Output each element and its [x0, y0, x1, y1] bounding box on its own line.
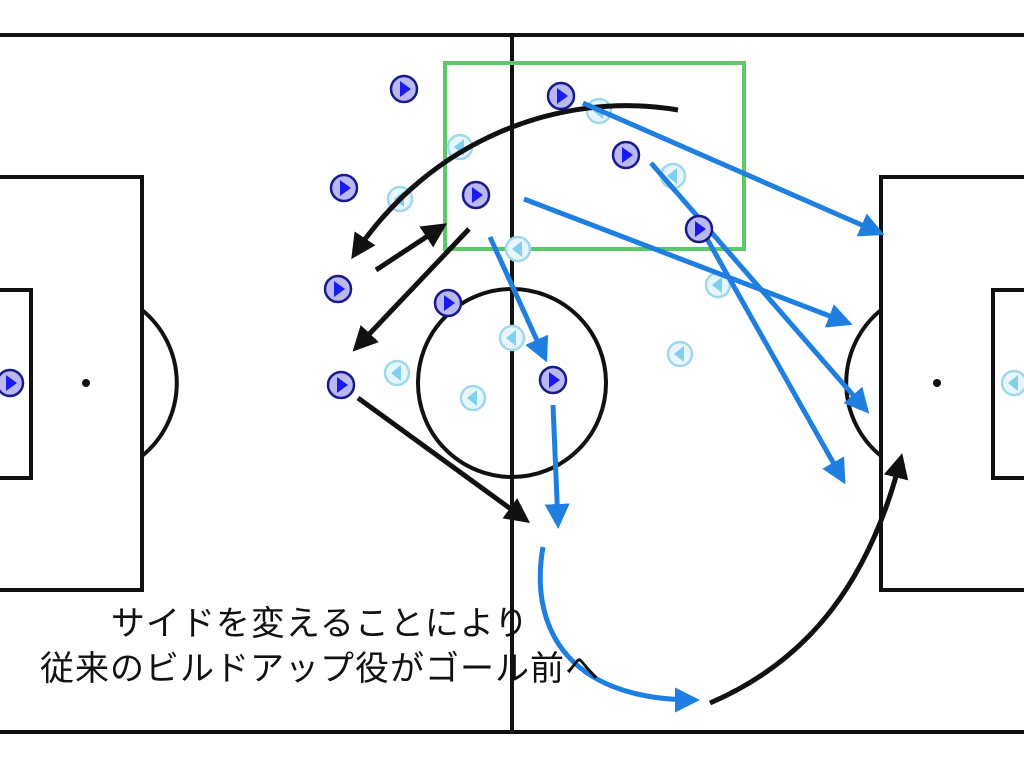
right-penalty-spot	[933, 379, 941, 387]
pass-arrow	[703, 235, 846, 485]
team-a-player[interactable]	[389, 74, 419, 104]
left-penalty-arc	[140, 308, 179, 458]
curved-run-arrow	[537, 546, 700, 713]
team-b-player[interactable]	[383, 359, 411, 387]
right-goal-area	[991, 288, 1024, 480]
team-a-player[interactable]	[433, 288, 463, 318]
team-b-goalkeeper[interactable]	[1000, 369, 1024, 397]
caption-line-2: 従来のビルドアップ役がゴール前へ	[40, 649, 600, 689]
pass-arrows	[487, 100, 885, 713]
pass-arrow	[581, 100, 885, 237]
team-a-player[interactable]	[546, 81, 576, 111]
team-a-player[interactable]	[611, 140, 641, 170]
caption-line-1: サイドを変えることにより	[110, 604, 530, 644]
pitch-lines	[0, 33, 1024, 734]
team-b-players	[383, 97, 1024, 412]
left-penalty-area	[0, 175, 144, 592]
team-a-player[interactable]	[329, 173, 359, 203]
team-a-player[interactable]	[323, 274, 353, 304]
highlight-box	[443, 61, 746, 251]
pass-arrow	[649, 161, 870, 414]
team-a-player[interactable]	[684, 214, 714, 244]
run-arrows	[351, 103, 909, 706]
left-penalty-spot	[82, 379, 90, 387]
team-a-players	[0, 74, 714, 400]
pass-arrow	[544, 404, 570, 529]
short-back-pass-arrow	[374, 223, 448, 273]
team-a-player[interactable]	[461, 180, 491, 210]
pass-arrow	[523, 196, 853, 328]
switch-curve-arrow	[351, 103, 679, 260]
team-b-player[interactable]	[666, 340, 694, 368]
right-penalty-arc	[844, 308, 883, 458]
team-b-player[interactable]	[498, 324, 526, 352]
team-a-goalkeeper[interactable]	[0, 368, 25, 398]
team-a-player[interactable]	[326, 370, 356, 400]
back-pass-arrow	[352, 227, 471, 352]
team-b-player[interactable]	[504, 235, 532, 263]
overlap-run-arrow	[709, 453, 909, 706]
left-goal-area	[0, 288, 33, 480]
diagonal-run-arrow	[356, 395, 531, 523]
pass-arrow	[487, 235, 549, 363]
right-penalty-area	[879, 175, 1024, 592]
team-b-player[interactable]	[459, 384, 487, 412]
team-a-player[interactable]	[538, 365, 568, 395]
